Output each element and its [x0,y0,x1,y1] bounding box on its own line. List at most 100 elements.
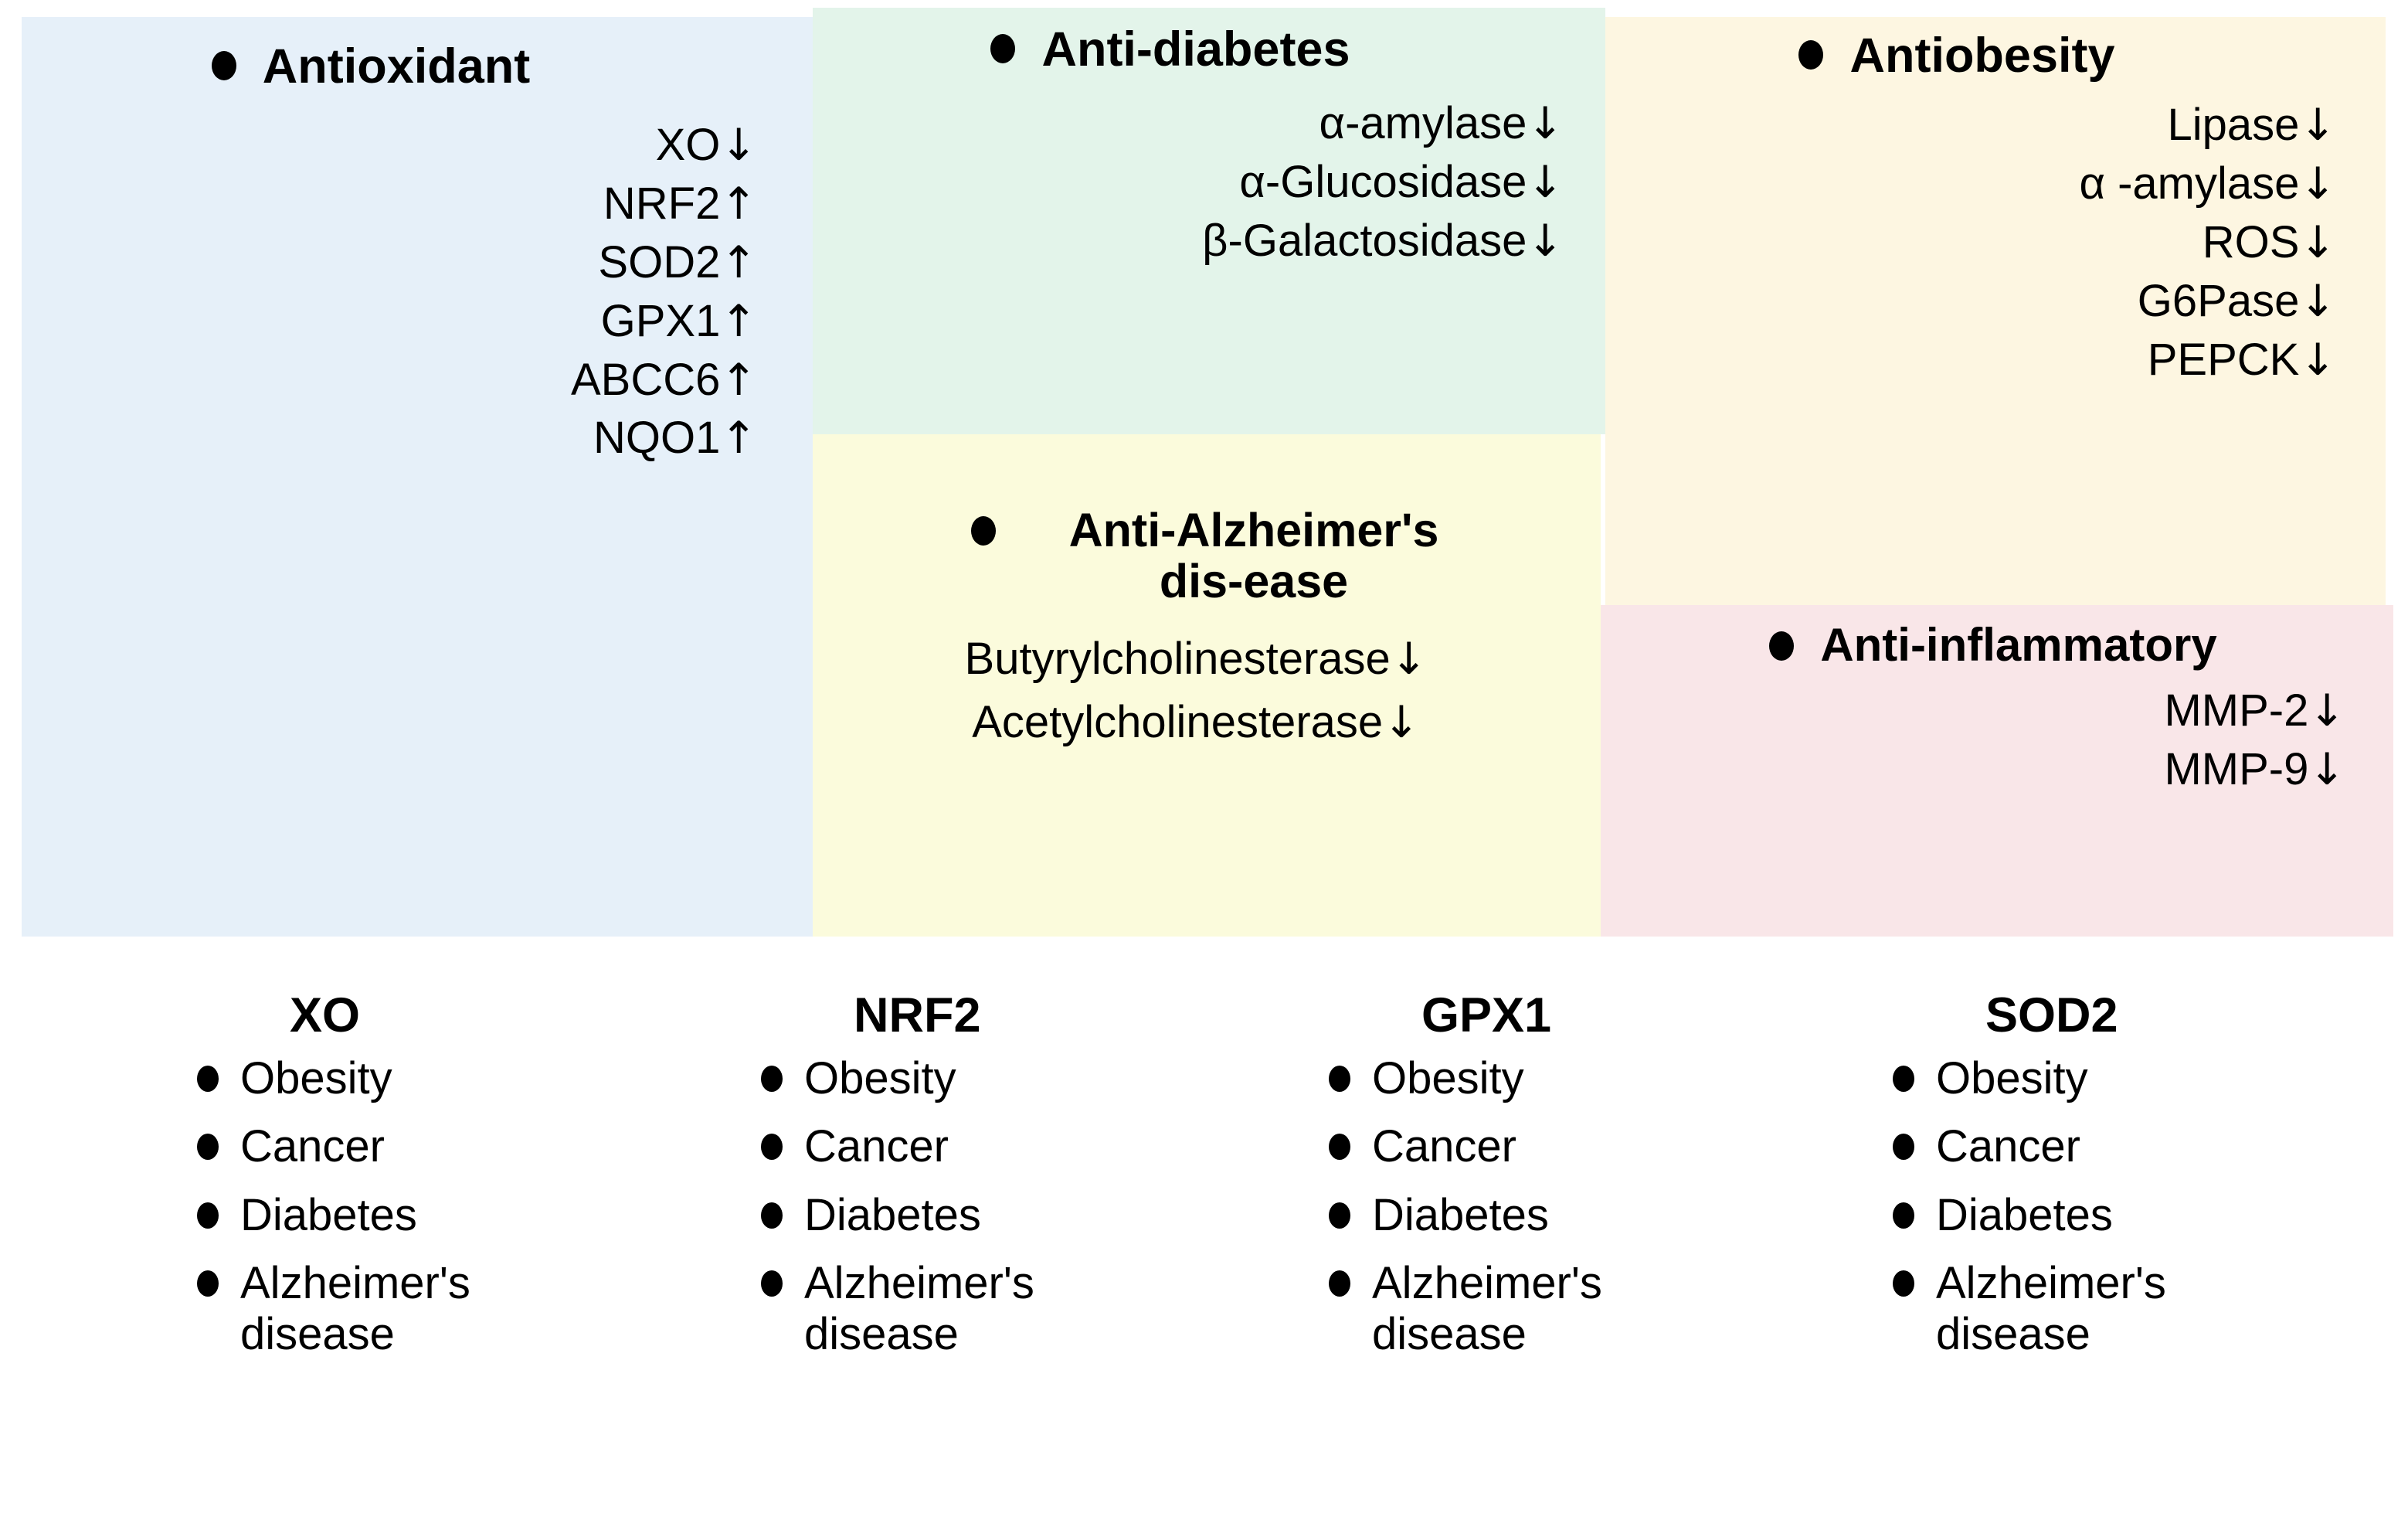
list-item: Cancer [761,1121,1302,1172]
target-item: XO↓ [22,116,757,175]
panel-antialzheimer-disease: Anti-Alzheimer's dis-ease Butyrylcholine… [813,434,1601,937]
list-item: Diabetes [761,1190,1302,1241]
target-name: NRF2 [603,178,721,229]
target-name: PEPCK [2147,334,2300,385]
disease-label: Obesity [240,1053,392,1104]
panel-antiinflammatory-target-list: MMP-2↓ MMP-9↓ [1601,682,2393,799]
filled-circle-bullet-icon [1798,40,1824,70]
filled-circle-bullet-icon [1893,1134,1914,1161]
gene-disease-list: Obesity Cancer Diabetes Alzheimer's dise… [761,1053,1302,1360]
target-item: Acetylcholinesterase↓ [813,691,1579,754]
panel-antidiabetes-heading-label: Anti-diabetes [1041,22,1350,76]
target-name: Acetylcholinesterase [972,697,1384,748]
filled-circle-bullet-icon [1893,1270,1914,1297]
gene-title: NRF2 [854,988,981,1042]
disease-label: Cancer [804,1121,949,1172]
up-arrow-icon: ↑ [720,295,757,347]
panel-antiinflammatory-heading-label: Anti-inflammatory [1820,619,2217,671]
target-item: β-Galactosidase↓ [813,212,1564,270]
down-arrow-icon: ↓ [1383,697,1420,749]
gene-disease-list: Obesity Cancer Diabetes Alzheimer's dise… [1893,1053,2408,1360]
target-name: XO [655,120,721,171]
target-item: NQO1↑ [22,409,757,468]
target-name: β-Galactosidase [1202,215,1527,266]
up-arrow-icon: ↑ [720,236,757,288]
target-item: ROS↓ [1605,213,2336,272]
panel-antidiabetes-heading: Anti-diabetes [813,23,1605,76]
panel-antialzheimer-target-list: Butyrylcholinesterase↓ Acetylcholinester… [813,627,1601,755]
down-arrow-icon: ↓ [1527,156,1564,208]
gene-disease-columns: XO Obesity Cancer Diabetes Alzheimer's d… [0,988,2408,1530]
panel-antidiabetes-target-list: α-amylase↓ α-Glucosidase↓ β-Galactosidas… [813,94,1605,270]
down-arrow-icon: ↓ [2299,275,2336,327]
up-arrow-icon: ↑ [720,354,757,406]
down-arrow-icon: ↓ [2299,158,2336,209]
list-item: Cancer [197,1121,738,1172]
target-item: MMP-9↓ [1601,740,2345,799]
down-arrow-icon: ↓ [1527,98,1564,150]
target-item: α-Glucosidase↓ [813,153,1564,212]
panel-antialzheimer-heading-label: Anti-Alzheimer's dis-ease [1068,504,1439,607]
target-name: Lipase [2167,100,2300,151]
up-arrow-icon: ↑ [720,178,757,230]
list-item: Diabetes [1329,1190,1870,1241]
filled-circle-bullet-icon [1329,1066,1350,1093]
list-item: Alzheimer's disease [761,1258,1302,1360]
target-name: NQO1 [593,413,721,464]
disease-label: Diabetes [1372,1189,1549,1240]
gene-disease-list: Obesity Cancer Diabetes Alzheimer's dise… [1329,1053,1870,1360]
panel-antialzheimer-heading: Anti-Alzheimer's dis-ease [813,505,1601,607]
down-arrow-icon: ↓ [2299,100,2336,151]
down-arrow-icon: ↓ [2308,685,2345,736]
target-name: ABCC6 [570,354,721,405]
disease-label: Diabetes [804,1189,981,1240]
panel-antiobesity: Antiobesity Lipase↓ α -amylase↓ ROS↓ G6P… [1605,17,2386,605]
disease-label: Diabetes [1936,1189,2113,1240]
panel-antioxidant-target-list: XO↓ NRF2↑ SOD2↑ GPX1↑ ABCC6↑ NQO1↑ [22,116,813,468]
target-name: ROS [2202,216,2300,267]
target-item: G6Pase↓ [1605,272,2336,331]
panel-antiobesity-heading-label: Antiobesity [1849,29,2115,83]
list-item: Cancer [1329,1121,1870,1172]
panel-antioxidant-heading-label: Antioxidant [262,39,531,94]
panel-antioxidant: Antioxidant XO↓ NRF2↑ SOD2↑ GPX1↑ ABCC6↑… [22,17,813,937]
filled-circle-bullet-icon [197,1270,219,1297]
target-name: MMP-2 [2164,685,2309,736]
list-item: Alzheimer's disease [197,1258,738,1360]
gene-column-gpx1: GPX1 Obesity Cancer Diabetes Alzheimer's… [1329,988,1870,1530]
panel-antiinflammatory-heading: Anti-inflammatory [1601,620,2393,671]
list-item: Alzheimer's disease [1329,1258,1870,1360]
target-item: Butyrylcholinesterase↓ [813,627,1579,691]
filled-circle-bullet-icon [1329,1134,1350,1161]
target-name: MMP-9 [2164,743,2309,794]
down-arrow-icon: ↓ [2299,334,2336,386]
filled-circle-bullet-icon [197,1202,219,1229]
filled-circle-bullet-icon [761,1066,783,1093]
up-arrow-icon: ↑ [720,413,757,464]
down-arrow-icon: ↓ [1390,633,1428,685]
down-arrow-icon: ↓ [2299,216,2336,268]
filled-circle-bullet-icon [1769,631,1795,661]
target-name: α-amylase [1319,98,1527,149]
panel-antidiabetes: Anti-diabetes α-amylase↓ α-Glucosidase↓ … [813,8,1605,434]
filled-circle-bullet-icon [990,34,1016,63]
filled-circle-bullet-icon [1893,1202,1914,1229]
disease-label: Alzheimer's disease [804,1257,1034,1359]
target-name: GPX1 [600,295,721,346]
target-item: MMP-2↓ [1601,682,2345,740]
filled-circle-bullet-icon [197,1134,219,1161]
target-item: ABCC6↑ [22,351,757,410]
bioactivity-panel-grid: Antioxidant XO↓ NRF2↑ SOD2↑ GPX1↑ ABCC6↑… [22,8,2393,937]
disease-label: Obesity [804,1053,956,1104]
target-item: NRF2↑ [22,175,757,233]
disease-label: Cancer [240,1121,385,1172]
filled-circle-bullet-icon [1329,1202,1350,1229]
list-item: Obesity [1893,1053,2408,1104]
filled-circle-bullet-icon [197,1066,219,1093]
list-item: Cancer [1893,1121,2408,1172]
panel-antiinflammatory: Anti-inflammatory MMP-2↓ MMP-9↓ [1601,605,2393,937]
filled-circle-bullet-icon [211,51,236,80]
disease-label: Cancer [1372,1121,1516,1172]
gene-column-xo: XO Obesity Cancer Diabetes Alzheimer's d… [197,988,738,1530]
filled-circle-bullet-icon [1893,1066,1914,1093]
